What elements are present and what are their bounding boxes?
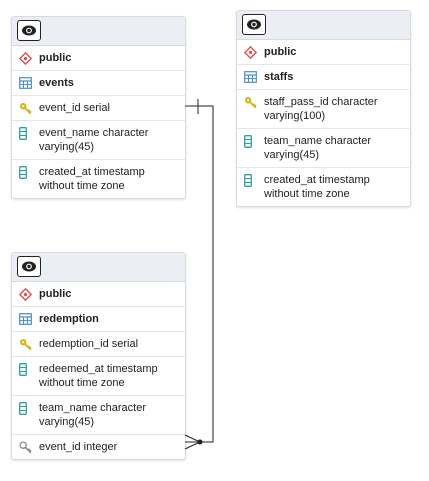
column-row[interactable]: team_name character varying(45) (12, 396, 185, 435)
column-text: team_name character varying(45) (39, 402, 146, 428)
table-name-row: events (12, 71, 185, 96)
column-row[interactable]: staff_pass_id character varying(100) (237, 90, 410, 129)
column-icon (244, 135, 252, 148)
column-text: event_id serial (39, 102, 110, 114)
eye-icon[interactable] (17, 256, 41, 277)
column-text: created_at timestamp without time zone (39, 166, 145, 192)
schema-name: public (264, 46, 297, 58)
table-header (237, 11, 410, 40)
column-icon (19, 127, 27, 140)
column-icon (19, 166, 27, 179)
eye-icon[interactable] (17, 20, 41, 41)
schema-row: public (12, 46, 185, 71)
table-icon (19, 77, 32, 89)
table-redemption[interactable]: public redemption redemption_id serial r… (11, 252, 186, 460)
column-text: event_id integer (39, 441, 118, 453)
table-staffs[interactable]: public staffs staff_pass_id character va… (236, 10, 411, 207)
column-text: event_name character varying(45) (39, 127, 149, 153)
connector-path (185, 105, 214, 443)
many-marker-dot (197, 439, 203, 445)
primary-key-icon (20, 103, 32, 115)
column-icon (19, 402, 27, 415)
schema-icon (19, 52, 32, 65)
table-name: redemption (39, 313, 99, 325)
schema-row: public (12, 282, 185, 307)
column-icon (244, 174, 252, 187)
column-row[interactable]: created_at timestamp without time zone (12, 160, 185, 198)
schema-row: public (237, 40, 410, 65)
column-row[interactable]: team_name character varying(45) (237, 129, 410, 168)
column-text: staff_pass_id character varying(100) (264, 96, 378, 122)
column-text: redeemed_at timestamp without time zone (39, 363, 158, 389)
column-row[interactable]: event_id serial (12, 96, 185, 121)
schema-name: public (39, 288, 72, 300)
schema-icon (244, 46, 257, 59)
primary-key-icon (20, 339, 32, 351)
table-name-row: staffs (237, 65, 410, 90)
table-header (12, 253, 185, 282)
column-row[interactable]: created_at timestamp without time zone (237, 168, 410, 206)
column-text: team_name character varying(45) (264, 135, 371, 161)
table-header (12, 17, 185, 46)
table-name: events (39, 77, 74, 89)
schema-name: public (39, 52, 72, 64)
column-row[interactable]: event_id integer (12, 435, 185, 459)
table-icon (244, 71, 257, 83)
column-row[interactable]: redemption_id serial (12, 332, 185, 357)
table-events[interactable]: public events event_id serial event_name… (11, 16, 186, 199)
column-text: created_at timestamp without time zone (264, 174, 370, 200)
column-icon (19, 363, 27, 376)
table-name-row: redemption (12, 307, 185, 332)
table-name: staffs (264, 71, 294, 83)
foreign-key-icon (19, 441, 32, 454)
primary-key-icon (245, 97, 257, 109)
schema-icon (19, 288, 32, 301)
column-row[interactable]: event_name character varying(45) (12, 121, 185, 160)
eye-icon[interactable] (242, 14, 266, 35)
column-text: redemption_id serial (39, 338, 139, 350)
table-icon (19, 313, 32, 325)
column-row[interactable]: redeemed_at timestamp without time zone (12, 357, 185, 396)
